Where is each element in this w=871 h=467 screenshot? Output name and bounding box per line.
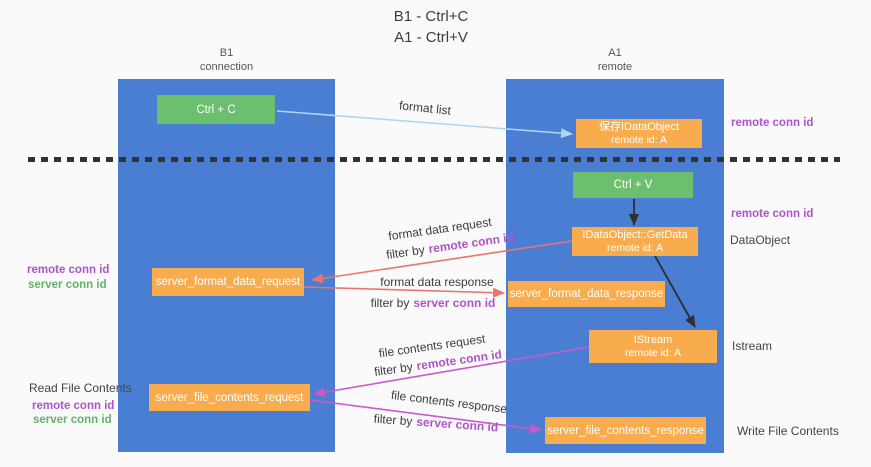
title-line-1: B1 - Ctrl+C [393,8,469,25]
format-data-response-label: format data response [380,275,494,289]
idataobject-getdata-box: IDataObject::GetData remote id: A [572,227,698,256]
filter-by-text: filter by [373,411,413,429]
format-list-label: format list [398,98,452,118]
server-conn-id-text: server conn id [413,296,496,310]
lane-header-b1: B1 connection [118,46,335,74]
istream-annotation: Istream [732,339,773,353]
lane-b1-subtitle: connection [199,61,254,73]
lane-b1-name: B1 [219,47,234,59]
server-format-data-response-box: server_format_data_response [508,281,665,307]
filter-by-text: filter by [373,359,414,379]
istream-box: IStream remote id: A [589,330,717,363]
dataobject-annotation: DataObject [730,233,791,247]
phase-separator-dashed-line [28,157,840,162]
save-idataobject-remote-id: remote id: A [610,133,668,146]
save-idataobject-label: 保存IDataObject [598,120,680,133]
server-conn-id-annotation-mid-left: server conn id [28,279,107,291]
filter-by-text: filter by [385,242,426,262]
ctrl-v-box: Ctrl + V [573,172,693,198]
write-file-contents-annotation: Write File Contents [737,424,839,438]
server-format-data-request-box: server_format_data_request [152,268,304,296]
remote-conn-id-annotation-top-right: remote conn id [731,117,814,129]
ctrl-c-box: Ctrl + C [157,95,275,124]
lane-a1-name: A1 [608,47,622,59]
remote-conn-id-annotation-mid-right: remote conn id [731,208,814,220]
istream-label: IStream [633,333,673,346]
istream-remote-id: remote id: A [624,346,682,359]
read-file-contents-annotation: Read File Contents [29,381,132,395]
lane-a1-subtitle: remote [597,61,633,73]
server-conn-id-text: server conn id [415,414,499,435]
getdata-remote-id: remote id: A [606,241,664,254]
remote-conn-id-annotation-mid-left: remote conn id [27,264,110,276]
filter-by-text: filter by [370,296,410,310]
lane-header-a1: A1 remote [506,46,724,74]
title-line-2: A1 - Ctrl+V [394,29,468,46]
getdata-label: IDataObject::GetData [582,228,688,241]
save-idataobject-box: 保存IDataObject remote id: A [576,119,702,148]
remote-conn-id-annotation-bottom-left: remote conn id [32,400,115,412]
server-conn-id-annotation-bottom-left: server conn id [33,414,112,426]
server-file-contents-response-box: server_file_contents_response [545,417,706,444]
server-file-contents-request-box: server_file_contents_request [149,384,310,411]
diagram-title: B1 - Ctrl+C A1 - Ctrl+V [300,6,562,48]
file-contents-response-label: file contents response [390,387,508,417]
